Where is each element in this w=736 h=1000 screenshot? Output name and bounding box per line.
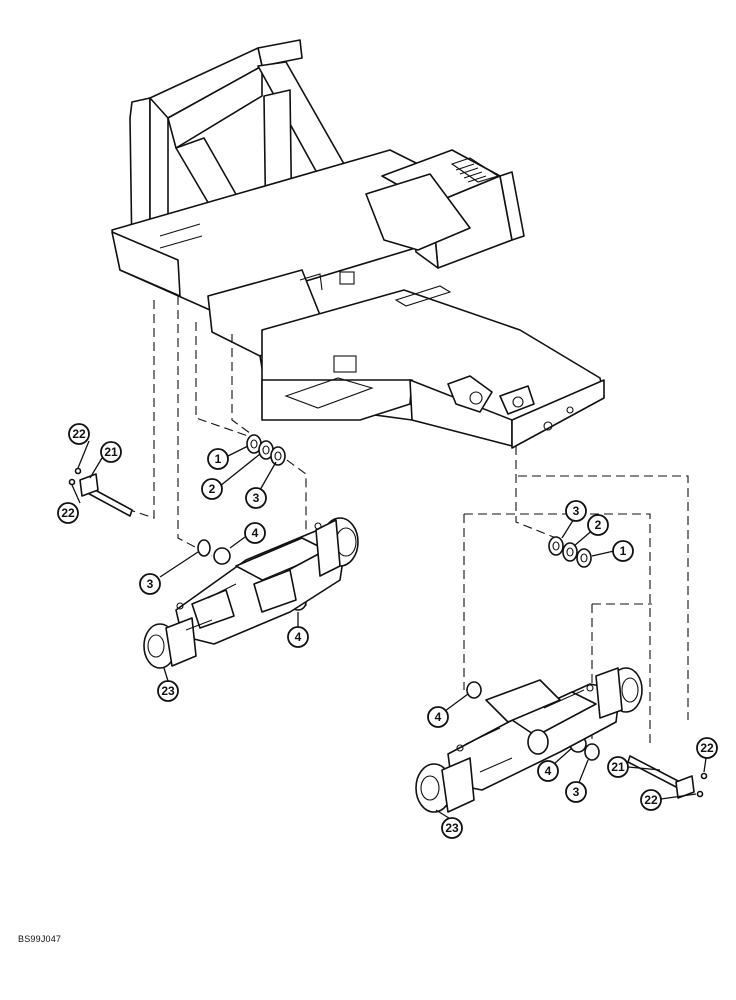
svg-text:3: 3 xyxy=(253,491,260,505)
svg-text:4: 4 xyxy=(545,764,552,778)
callout-3-left-lower: 3 xyxy=(139,573,161,595)
callout-21-left: 21 xyxy=(100,441,122,463)
callout-23-left: 23 xyxy=(157,680,179,702)
callout-22-top-left: 22 xyxy=(68,423,90,445)
svg-text:4: 4 xyxy=(295,630,302,644)
callout-22-right-upper: 22 xyxy=(696,737,718,759)
washer-stack-right xyxy=(548,536,592,568)
callout-22-right-lower: 22 xyxy=(640,789,662,811)
svg-text:22: 22 xyxy=(700,741,714,755)
pivot-pin-left xyxy=(68,467,133,517)
svg-text:4: 4 xyxy=(252,526,259,540)
callout-22-bottom-left: 22 xyxy=(57,502,79,524)
callout-4-left-lower: 4 xyxy=(287,626,309,648)
axle-right xyxy=(415,667,643,813)
svg-text:22: 22 xyxy=(644,793,658,807)
svg-text:3: 3 xyxy=(573,504,580,518)
leader-lines xyxy=(71,440,707,821)
svg-text:23: 23 xyxy=(161,684,175,698)
pivot-pin-right xyxy=(627,755,708,799)
callout-3-left-upper: 3 xyxy=(245,487,267,509)
callout-2-left: 2 xyxy=(201,478,223,500)
callout-1-right: 1 xyxy=(612,540,634,562)
svg-text:3: 3 xyxy=(573,785,580,799)
callout-23-right: 23 xyxy=(441,817,463,839)
callout-4-left-upper: 4 xyxy=(244,522,266,544)
svg-text:23: 23 xyxy=(445,821,459,835)
chassis-frame xyxy=(111,39,605,449)
svg-text:1: 1 xyxy=(620,544,627,558)
callout-3-right-lower: 3 xyxy=(565,781,587,803)
axle-left xyxy=(143,517,359,669)
figure-code: BS99J047 xyxy=(18,934,62,944)
callout-21-right: 21 xyxy=(607,756,629,778)
svg-text:22: 22 xyxy=(61,506,75,520)
callout-4-right-upper: 4 xyxy=(427,706,449,728)
svg-text:1: 1 xyxy=(215,452,222,466)
callout-2-right: 2 xyxy=(587,514,609,536)
washer-stack-left xyxy=(246,434,286,466)
svg-text:3: 3 xyxy=(147,577,154,591)
svg-text:2: 2 xyxy=(595,518,602,532)
callout-4-right-lower: 4 xyxy=(537,760,559,782)
callout-1-left: 1 xyxy=(207,448,229,470)
svg-text:22: 22 xyxy=(72,427,86,441)
callout-3-right-upper: 3 xyxy=(565,500,587,522)
svg-text:21: 21 xyxy=(104,445,118,459)
svg-text:4: 4 xyxy=(435,710,442,724)
svg-text:2: 2 xyxy=(209,482,216,496)
svg-text:21: 21 xyxy=(611,760,625,774)
